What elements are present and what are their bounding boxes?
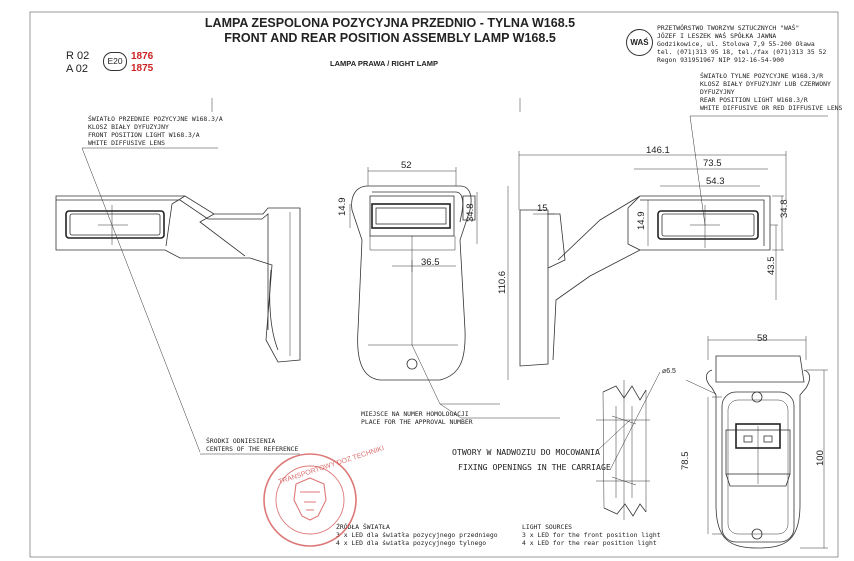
company-line-5: Regon 931951967 NIP 912-16-54-900 <box>657 56 784 64</box>
subtitle-right-lamp: LAMPA PRAWA / RIGHT LAMP <box>330 59 439 68</box>
note-reference-1: ŚRODKI ODNIESIENIA <box>206 437 276 445</box>
front-lens-inner <box>69 213 161 236</box>
note-rear-light-3: DYFUZYJNY <box>700 88 735 96</box>
dim-15: 15 <box>537 203 548 214</box>
revision-r: R 02 <box>66 50 90 62</box>
dim-54-3: 54.3 <box>706 176 725 187</box>
front-lamp-side-view <box>55 147 301 455</box>
note-front-light-2: KLOSZ BIAŁY DYFUZYJNY <box>88 123 169 131</box>
note-reference-2: CENTERS OF THE REFERENCE <box>206 445 299 453</box>
rear-lamp-side-view <box>507 115 828 380</box>
back-view-top-hole <box>751 391 763 403</box>
note-fixing-2: FIXING OPENINGS IN THE CARRIAGE <box>458 462 611 472</box>
title-english: FRONT AND REAR POSITION ASSEMBLY LAMP W1… <box>224 31 556 45</box>
note-front-light-4: WHITE DIFFUSIVE LENS <box>88 139 165 147</box>
fixing-detail <box>596 371 661 520</box>
company-line-4: tel. (071)313 95 18, tel./fax (071)313 3… <box>657 48 827 56</box>
approval-code-r: 1876 <box>131 51 154 62</box>
dim-hole-6-5: ⌀6.5 <box>662 368 676 375</box>
dim-146-1: 146.1 <box>646 145 670 156</box>
front-view-screw-hole <box>406 358 418 370</box>
lamp-front-view <box>349 167 560 419</box>
note-front-light-1: ŚWIATŁO PRZEDNIE POZYCYJNE W168.3/A <box>88 115 223 123</box>
revision-a: A 02 <box>66 63 89 75</box>
note-approval-2: PLACE FOR THE APPROVAL NUMBER <box>361 418 473 426</box>
company-logo: WAŚ <box>626 29 653 56</box>
note-light-src-pl-2: 3 x LED dla światła pozycyjnego przednie… <box>336 531 498 539</box>
e-mark-badge: E20 <box>103 52 127 71</box>
rear-lens-inner <box>661 213 755 237</box>
title-polish: LAMPA ZESPOLONA POZYCYJNA PRZEDNIO - TYL… <box>204 16 576 30</box>
company-line-3: Godzikowice, ul. Stolowa 7,9 55-200 Oław… <box>657 40 815 48</box>
note-rear-light-2: KLOSZ BIAŁY DYFUZYJNY LUB CZERWONY <box>700 80 831 88</box>
note-front-light-3: FRONT POSITION LIGHT W168.3/A <box>88 131 200 139</box>
dim-52: 52 <box>401 160 412 171</box>
note-rear-light-5: WHITE DIFFUSIVE OR RED DIFFUSIVE LENS <box>700 104 843 112</box>
back-view-bottom-hole <box>751 528 763 540</box>
approval-stamp <box>263 453 357 547</box>
rear-lens-outline <box>657 210 759 240</box>
note-rear-light-1: ŚWIATŁO TYLNE POZYCYJNE W168.3/R <box>700 72 824 80</box>
note-light-src-pl-3: 4 x LED dla światła pozycyjnego tylnego <box>336 539 487 547</box>
company-line-2: JÓZEF I LESZEK WAŚ SPÓŁKA JAWNA <box>657 32 777 40</box>
note-light-src-pl-1: ŹRÓDŁA ŚWIATŁA <box>336 523 390 531</box>
front-view-lens-inner <box>375 207 447 225</box>
drawing-frame <box>29 11 839 558</box>
front-view-lens-outline <box>371 203 451 229</box>
dim-36-5: 36.5 <box>421 257 440 268</box>
dim-58: 58 <box>757 333 768 344</box>
lamp-back-view <box>685 336 828 549</box>
approval-code-a: 1875 <box>131 63 154 74</box>
note-rear-light-4: REAR POSITION LIGHT W168.3/R <box>700 96 808 104</box>
company-line-1: PRZETWÓRSTWO TWORZYW SZTUCZNYCH "WAŚ" <box>657 24 800 32</box>
note-light-src-en-3: 4 x LED for the rear position light <box>522 539 657 547</box>
note-light-src-en-2: 3 x LED for the front position light <box>522 531 661 539</box>
front-lens-outline <box>65 210 165 239</box>
dim-73-5: 73.5 <box>703 158 722 169</box>
note-fixing-1: OTWORY W NADWOZIU DO MOCOWANIA <box>452 447 600 457</box>
note-approval-1: MIEJSCE NA NUMER HOMOLOGACJI <box>361 410 469 418</box>
note-light-src-en-1: LIGHT SOURCES <box>522 523 573 531</box>
